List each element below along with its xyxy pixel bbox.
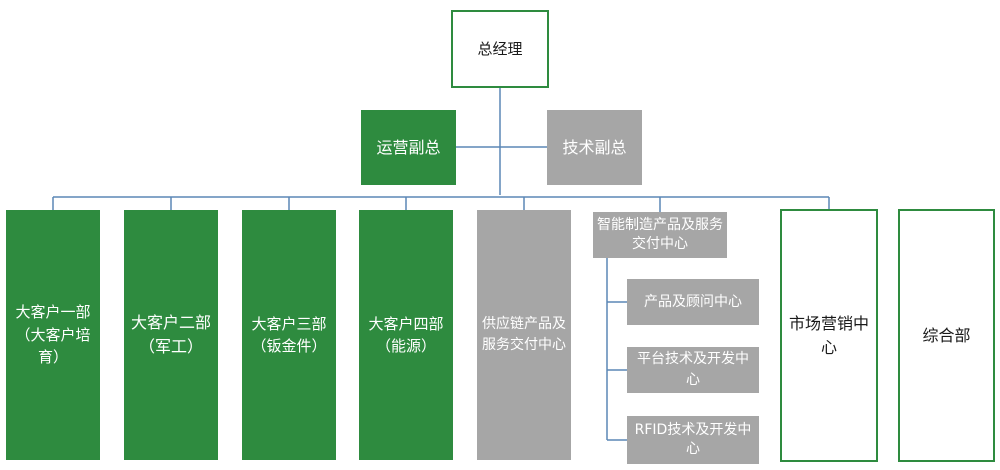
- sub-platform-tech: 平台技术及开发中心: [627, 347, 759, 393]
- general-manager-box: 总经理: [451, 10, 549, 88]
- dept-major-client-3-label: 大客户三部（钣金件）: [251, 314, 327, 356]
- tech-deputy-box: 技术副总: [547, 110, 642, 185]
- dept-general-affairs-label: 综合部: [922, 325, 971, 345]
- dept-major-client-1-label: 大客户一部（大客户培育）: [15, 303, 91, 367]
- general-manager-label: 总经理: [477, 39, 523, 58]
- ops-deputy-box: 运营副总: [361, 110, 456, 185]
- tech-deputy-label: 技术副总: [562, 137, 627, 157]
- sub-product-consulting: 产品及顾问中心: [627, 279, 759, 325]
- dept-major-client-4: 大客户四部（能源）: [359, 210, 453, 460]
- dept-marketing-center: 市场营销中心: [780, 209, 878, 462]
- dept-supply-chain-delivery-label: 供应链产品及服务交付中心: [482, 316, 566, 353]
- dept-supply-chain-delivery: 供应链产品及服务交付中心: [477, 210, 571, 460]
- dept-smart-manufacturing-delivery-label: 智能制造产品及服务交付中心: [597, 217, 723, 252]
- dept-major-client-2: 大客户二部（军工）: [124, 210, 218, 460]
- sub-product-consulting-label: 产品及顾问中心: [644, 293, 742, 310]
- ops-deputy-label: 运营副总: [376, 137, 441, 157]
- sub-rfid-tech: RFID技术及开发中心: [627, 416, 759, 464]
- dept-major-client-2-label: 大客户二部（军工）: [130, 313, 211, 356]
- dept-major-client-1: 大客户一部（大客户培育）: [6, 210, 100, 460]
- sub-rfid-tech-label: RFID技术及开发中心: [634, 422, 752, 457]
- dept-general-affairs: 综合部: [898, 209, 995, 462]
- dept-marketing-center-label: 市场营销中心: [788, 313, 869, 357]
- dept-major-client-4-label: 大客户四部（能源）: [368, 314, 444, 356]
- dept-major-client-3: 大客户三部（钣金件）: [242, 210, 336, 460]
- dept-smart-manufacturing-delivery: 智能制造产品及服务交付中心: [593, 212, 727, 258]
- sub-platform-tech-label: 平台技术及开发中心: [637, 351, 749, 388]
